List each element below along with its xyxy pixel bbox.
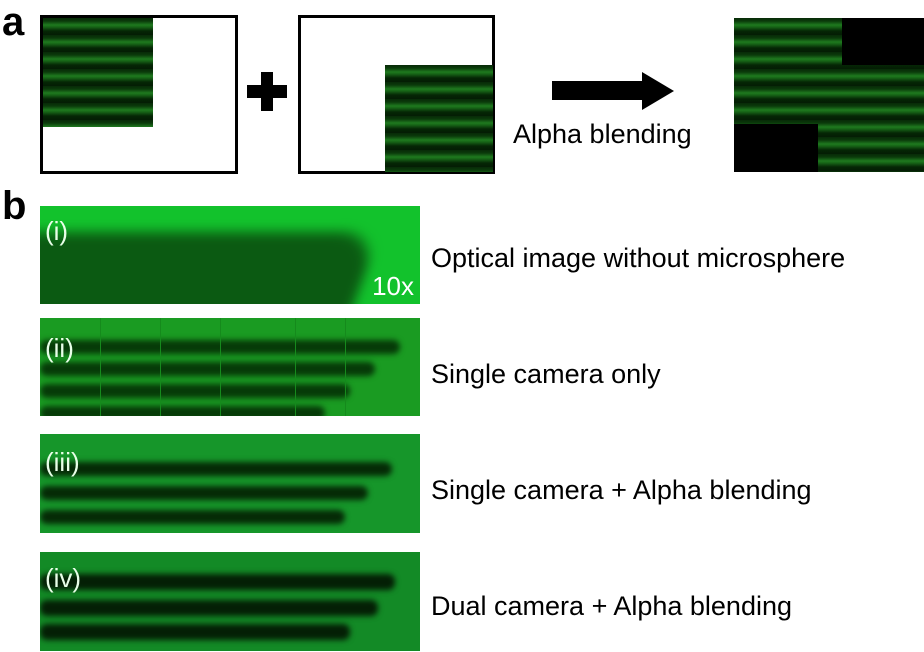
row-caption: Optical image without microsphere: [431, 243, 846, 273]
panel-a-label: a: [2, 0, 25, 44]
strip-tag: (iii): [45, 447, 80, 477]
strip-tag: (iv): [45, 563, 82, 593]
blended-output-image: [734, 18, 924, 172]
input-tile-bottom-right-frame: [298, 15, 495, 174]
strip-dual-camera-alpha: (iv): [40, 552, 420, 651]
black-corner-bottom-left: [734, 124, 818, 172]
row-caption: Dual camera + Alpha blending: [431, 591, 792, 621]
row-caption: Single camera + Alpha blending: [431, 475, 812, 505]
input-tile-top-left-frame: [40, 15, 238, 174]
panel-b-label: b: [2, 184, 27, 228]
strip-single-camera: (ii): [40, 318, 420, 416]
row-caption: Single camera only: [431, 359, 661, 389]
strip-optical-image: (i) 10x: [40, 206, 420, 304]
microscope-tile-image: [385, 65, 493, 172]
strip-single-camera-alpha: (iii): [40, 434, 420, 533]
plus-icon: [247, 72, 287, 111]
strip-tag: (i): [45, 216, 69, 246]
alpha-blending-label: Alpha blending: [513, 119, 692, 149]
black-corner-top-right: [842, 18, 924, 65]
magnification-label: 10x: [372, 271, 414, 301]
strip-tag: (ii): [45, 333, 74, 363]
microscope-tile-image: [43, 18, 153, 127]
arrow-right-icon: [552, 72, 674, 110]
